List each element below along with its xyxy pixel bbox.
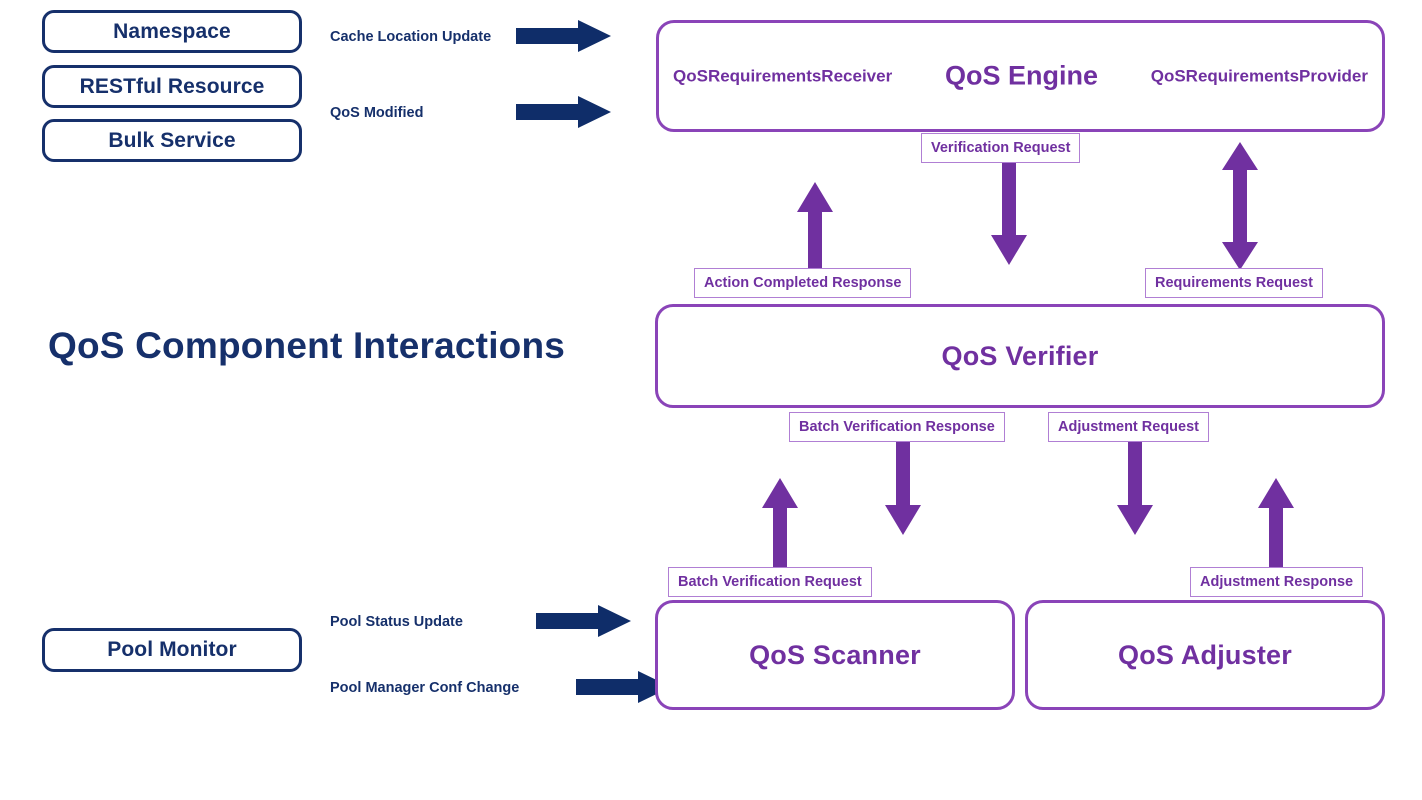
arrow-down-adjustment-request <box>1117 430 1153 535</box>
component-box-restful-resource[interactable]: RESTful Resource <box>42 65 302 108</box>
message-label-adjustment-response: Adjustment Response <box>1190 567 1364 597</box>
interface-label-qosrequirementsreceiver: QoSRequirementsReceiver <box>673 66 893 85</box>
message-label-requirements-request: Requirements Request <box>1145 268 1323 298</box>
arrow-down-batch-verification-response <box>885 430 921 535</box>
component-box-namespace[interactable]: Namespace <box>42 10 302 53</box>
interface-label-qosrequirementsprovider: QoSRequirementsProvider <box>1150 66 1368 85</box>
component-label: Bulk Service <box>108 128 236 152</box>
event-label-cache-location-update: Cache Location Update <box>330 29 492 45</box>
right-arrow-icon <box>576 671 671 703</box>
right-arrow-icon <box>516 20 611 52</box>
component-label: QoS Engine <box>944 60 1098 91</box>
message-label-verification-request: Verification Request <box>921 133 1081 163</box>
event-label-pool-manager-conf-change: Pool Manager Conf Change <box>330 680 520 696</box>
component-box-bulk-service[interactable]: Bulk Service <box>42 119 302 162</box>
event-label-pool-status-update: Pool Status Update <box>330 614 463 630</box>
component-label: QoS Scanner <box>749 639 921 670</box>
right-arrow-icon <box>516 96 611 128</box>
message-label-batch-verification-response: Batch Verification Response <box>789 412 1005 442</box>
component-label: QoS Adjuster <box>1118 639 1292 670</box>
component-label: QoS Verifier <box>941 340 1099 371</box>
message-label-adjustment-request: Adjustment Request <box>1048 412 1209 442</box>
arrow-bidirectional-requirements-request <box>1222 142 1258 270</box>
component-label: RESTful Resource <box>79 74 265 98</box>
event-label-qos-modified: QoS Modified <box>330 105 424 121</box>
arrow-up-batch-verification-request <box>762 478 798 583</box>
component-box-qos-engine[interactable]: QoSRequirementsReceiver QoS Engine QoSRe… <box>656 20 1385 132</box>
message-label-batch-verification-request: Batch Verification Request <box>668 567 872 597</box>
message-label-action-completed-response: Action Completed Response <box>694 268 912 298</box>
component-box-qos-verifier[interactable]: QoS Verifier <box>655 304 1385 408</box>
arrow-down-verification-request <box>991 160 1027 265</box>
component-label: Pool Monitor <box>107 638 237 661</box>
component-box-qos-adjuster[interactable]: QoS Adjuster <box>1025 600 1385 710</box>
component-box-pool-monitor[interactable]: Pool Monitor <box>42 628 302 672</box>
component-box-qos-scanner[interactable]: QoS Scanner <box>655 600 1015 710</box>
arrow-up-action-completed-response <box>797 182 833 287</box>
qos-engine-contents: QoSRequirementsReceiver QoS Engine QoSRe… <box>659 61 1382 92</box>
page-title: QoS Component Interactions <box>48 325 566 366</box>
arrow-up-adjustment-response <box>1258 478 1294 583</box>
component-label: Namespace <box>113 19 231 43</box>
right-arrow-icon <box>536 605 631 637</box>
